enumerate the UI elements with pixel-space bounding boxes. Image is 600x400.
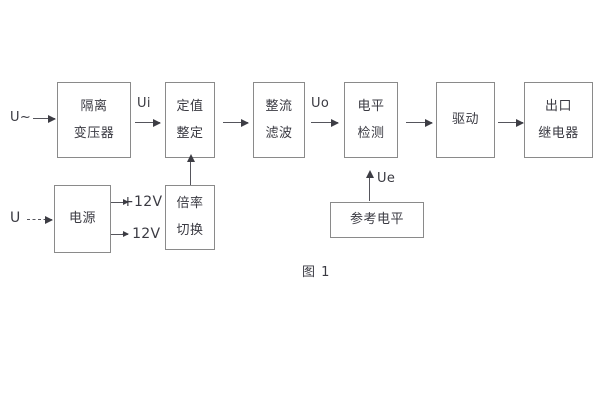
block-rectify-filter-line1: 整流 [265,98,293,114]
rail-positive-label: +12V [122,194,163,210]
block-level-detection-line1: 电平 [357,98,385,114]
block-level-detection-line2: 检测 [357,125,385,141]
block-drive-line1: 驱动 [451,112,479,128]
block-multiplier-switch-line2: 切换 [176,223,204,238]
block-output-relay-line1: 出口 [544,98,572,114]
block-rectify-filter: 整流 滤波 [253,82,305,158]
arrow-isolation-transformer-to-setting-value [135,118,161,127]
block-rectify-filter-line2: 滤波 [265,125,293,141]
block-isolation-transformer: 隔离 变压器 [57,82,131,158]
arrow-rail-positive [111,199,129,205]
block-multiplier-switch-line1: 倍率 [176,196,204,212]
signal-label-uo: Uo [311,96,330,111]
figure-caption: 图 1 [302,265,331,280]
block-isolation-transformer-line2: 变压器 [73,125,115,141]
block-setting-value-line1: 定值 [176,98,204,114]
block-multiplier-switch: 倍率 切换 [165,185,215,250]
signal-input-label: U~ [10,110,32,125]
arrow-multiplier-switch-to-setting-value [186,154,195,185]
arrow-input-to-power-supply [27,216,53,224]
block-reference-level-line1: 参考电平 [349,212,404,228]
arrow-drive-to-output-relay [498,118,524,127]
block-drive: 驱动 [436,82,495,158]
block-power-supply: 电源 [54,185,111,253]
arrow-setting-value-to-rectify-filter [223,118,249,127]
arrow-level-detection-to-drive [406,118,433,127]
block-output-relay: 出口 继电器 [524,82,593,158]
block-setting-value-line2: 整定 [176,125,204,141]
rail-negative-label: - 12V [122,226,161,242]
power-input-label: U [10,210,21,226]
signal-label-ue: Ue [377,171,396,186]
block-output-relay-line2: 继电器 [538,125,579,141]
signal-label-ui: Ui [137,96,151,111]
arrow-rail-negative [111,231,129,237]
block-setting-value: 定值 整定 [165,82,215,158]
block-level-detection: 电平 检测 [344,82,398,158]
block-power-supply-line1: 电源 [68,211,96,227]
arrow-rectify-filter-to-level-detection [311,118,339,127]
arrow-reference-level-to-level-detection [365,170,374,201]
block-isolation-transformer-line1: 隔离 [80,98,108,114]
block-reference-level: 参考电平 [330,202,424,238]
arrow-input-to-isolation-transformer [33,114,56,123]
